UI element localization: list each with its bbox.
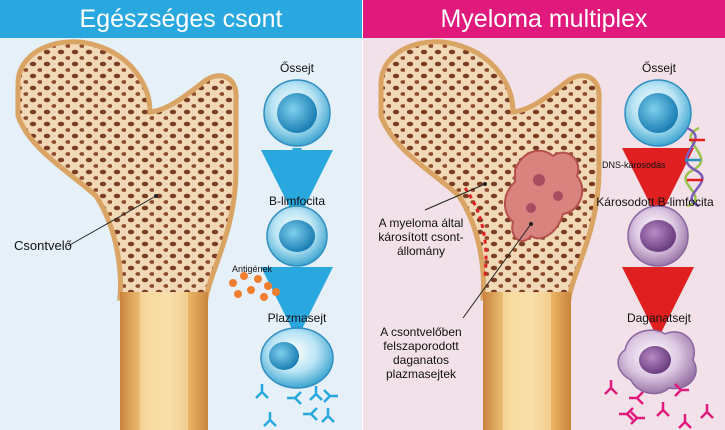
tumor-mass [504,149,584,242]
myeloma-panel: Myeloma multiplex [363,0,725,430]
damaged-bone-label: A myeloma által károsított csont- állomá… [363,216,479,258]
healthy-bone-illustration [15,39,338,430]
bone-marrow-leader [67,195,157,247]
antibody-icons [255,384,338,427]
antibody-icons [604,380,714,429]
damaged-bone-line: állomány [396,244,446,258]
tumor-cell-icon [617,329,697,395]
damaged-b-cell-icon [627,205,689,267]
damaged-bone-line: A myeloma által [378,216,464,230]
plasma-cell-label: Plazmasejt [267,311,327,325]
myeloma-bone-illustration [378,39,714,430]
antigen-dots-icon [229,272,280,301]
plasma-cell-icon [260,327,334,389]
tumor-cells-line: A csontvelőben [380,325,462,339]
antigens-label: Antigének [232,264,273,274]
tumor-cells-label: A csontvelőben felszaporodott daganatos … [363,325,479,381]
tumor-cell-label: Daganatsejt [626,311,692,325]
stem-cell-label: Őssejt [279,61,314,75]
healthy-bone-panel: Egészséges csont [0,0,362,430]
damaged-bone-dashes [463,187,488,277]
stem-cell-icon [624,79,692,147]
tumor-cells-line: daganatos [392,353,450,367]
b-cell-icon [266,205,328,267]
tumor-cells-line: plazmasejtek [385,367,457,381]
myeloma-title: Myeloma multiplex [363,0,725,38]
tumor-cells-line: felszaporodott [383,339,459,353]
b-cell-label: B-limfocita [268,194,325,208]
damaged-bone-line: károsított csont- [378,230,464,244]
stem-cell-label: Őssejt [641,61,676,75]
healthy-bone-title: Egészséges csont [0,0,362,38]
dna-damage-label: DNS-károsodás [602,160,666,170]
dna-helix-icon [684,126,705,208]
bone-marrow-label: Csontvelő [14,238,72,253]
stem-cell-icon [263,79,331,147]
bone-head [15,39,239,301]
damaged-b-cell-label: Károsodott B-limfocita [596,195,714,209]
